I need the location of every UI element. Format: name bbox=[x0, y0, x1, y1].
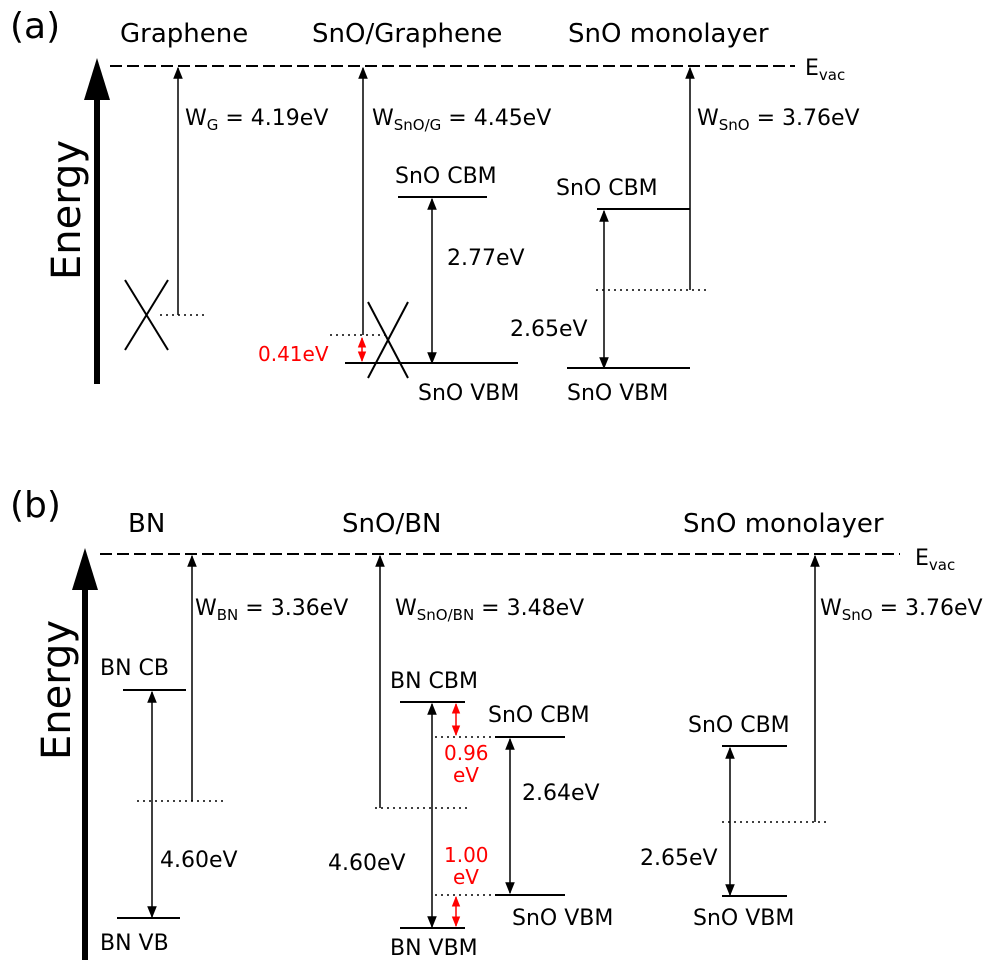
band-gap-bn-mid: 4.60eV bbox=[328, 851, 406, 876]
col-title-graphene: Graphene bbox=[120, 19, 248, 49]
bn-vb-label: BN VB bbox=[100, 931, 169, 956]
offset-label-a: 0.41eV bbox=[258, 342, 329, 366]
work-function-graphene: WG = 4.19eV bbox=[185, 106, 328, 134]
panel-b-label: (b) bbox=[10, 485, 61, 526]
graphene-cone-line bbox=[124, 279, 169, 351]
band-gap-right-b: 2.65eV bbox=[640, 846, 718, 871]
col-title-sno-monolayer-a: SnO monolayer bbox=[568, 19, 769, 49]
sno-cbm-label-right-a: SnO CBM bbox=[556, 176, 658, 201]
energy-axis-arrowhead-a bbox=[84, 58, 110, 100]
panel-a: (a) Energy Graphene SnO/Graphene SnO mon… bbox=[10, 6, 860, 406]
band-gap-mid-a: 2.77eV bbox=[447, 246, 525, 271]
evac-label-b: Evac bbox=[915, 546, 955, 574]
energy-axis-label-b: Energy bbox=[34, 620, 80, 760]
graphene-cone-line-composite bbox=[367, 301, 409, 379]
offset-top-unit: eV bbox=[453, 763, 479, 787]
band-gap-right-a: 2.65eV bbox=[510, 317, 588, 342]
offset-bottom-unit: eV bbox=[453, 865, 479, 889]
band-gap-sno-mid: 2.64eV bbox=[522, 781, 600, 806]
energy-axis-label-a: Energy bbox=[44, 140, 90, 280]
bn-cbm-label: BN CBM bbox=[390, 669, 478, 694]
sno-cbm-label-right-b: SnO CBM bbox=[688, 713, 790, 738]
sno-cbm-label-mid-a: SnO CBM bbox=[395, 164, 497, 189]
work-function-sno-b: WSnO = 3.76eV bbox=[820, 596, 983, 624]
sno-vbm-label-right-b: SnO VBM bbox=[693, 906, 794, 931]
work-function-sno-a: WSnO = 3.76eV bbox=[697, 106, 860, 134]
panel-a-label: (a) bbox=[10, 6, 60, 47]
work-function-sno-graphene: WSnO/G = 4.45eV bbox=[372, 106, 551, 134]
col-title-sno-monolayer-b: SnO monolayer bbox=[683, 509, 884, 539]
sno-cbm-label-mid-b: SnO CBM bbox=[488, 703, 590, 728]
offset-bottom-value: 1.00 bbox=[444, 843, 489, 867]
bn-cb-label: BN CB bbox=[100, 656, 169, 681]
work-function-bn: WBN = 3.36eV bbox=[195, 596, 348, 624]
col-title-sno-bn: SnO/BN bbox=[342, 509, 442, 539]
work-function-sno-bn: WSnO/BN = 3.48eV bbox=[395, 596, 584, 624]
col-title-bn: BN bbox=[128, 509, 165, 539]
evac-label-a: Evac bbox=[805, 56, 845, 84]
panel-b: (b) Energy BN SnO/BN SnO monolayer Evac … bbox=[10, 485, 983, 961]
offset-top-value: 0.96 bbox=[444, 741, 489, 765]
col-title-sno-graphene: SnO/Graphene bbox=[312, 19, 502, 49]
sno-vbm-label-mid-a: SnO VBM bbox=[418, 381, 519, 406]
sno-vbm-label-mid-b: SnO VBM bbox=[512, 906, 613, 931]
band-gap-bn: 4.60eV bbox=[160, 848, 238, 873]
bn-vbm-label: BN VBM bbox=[390, 936, 478, 961]
energy-axis-arrowhead-b bbox=[72, 548, 98, 590]
sno-vbm-label-right-a: SnO VBM bbox=[567, 381, 668, 406]
